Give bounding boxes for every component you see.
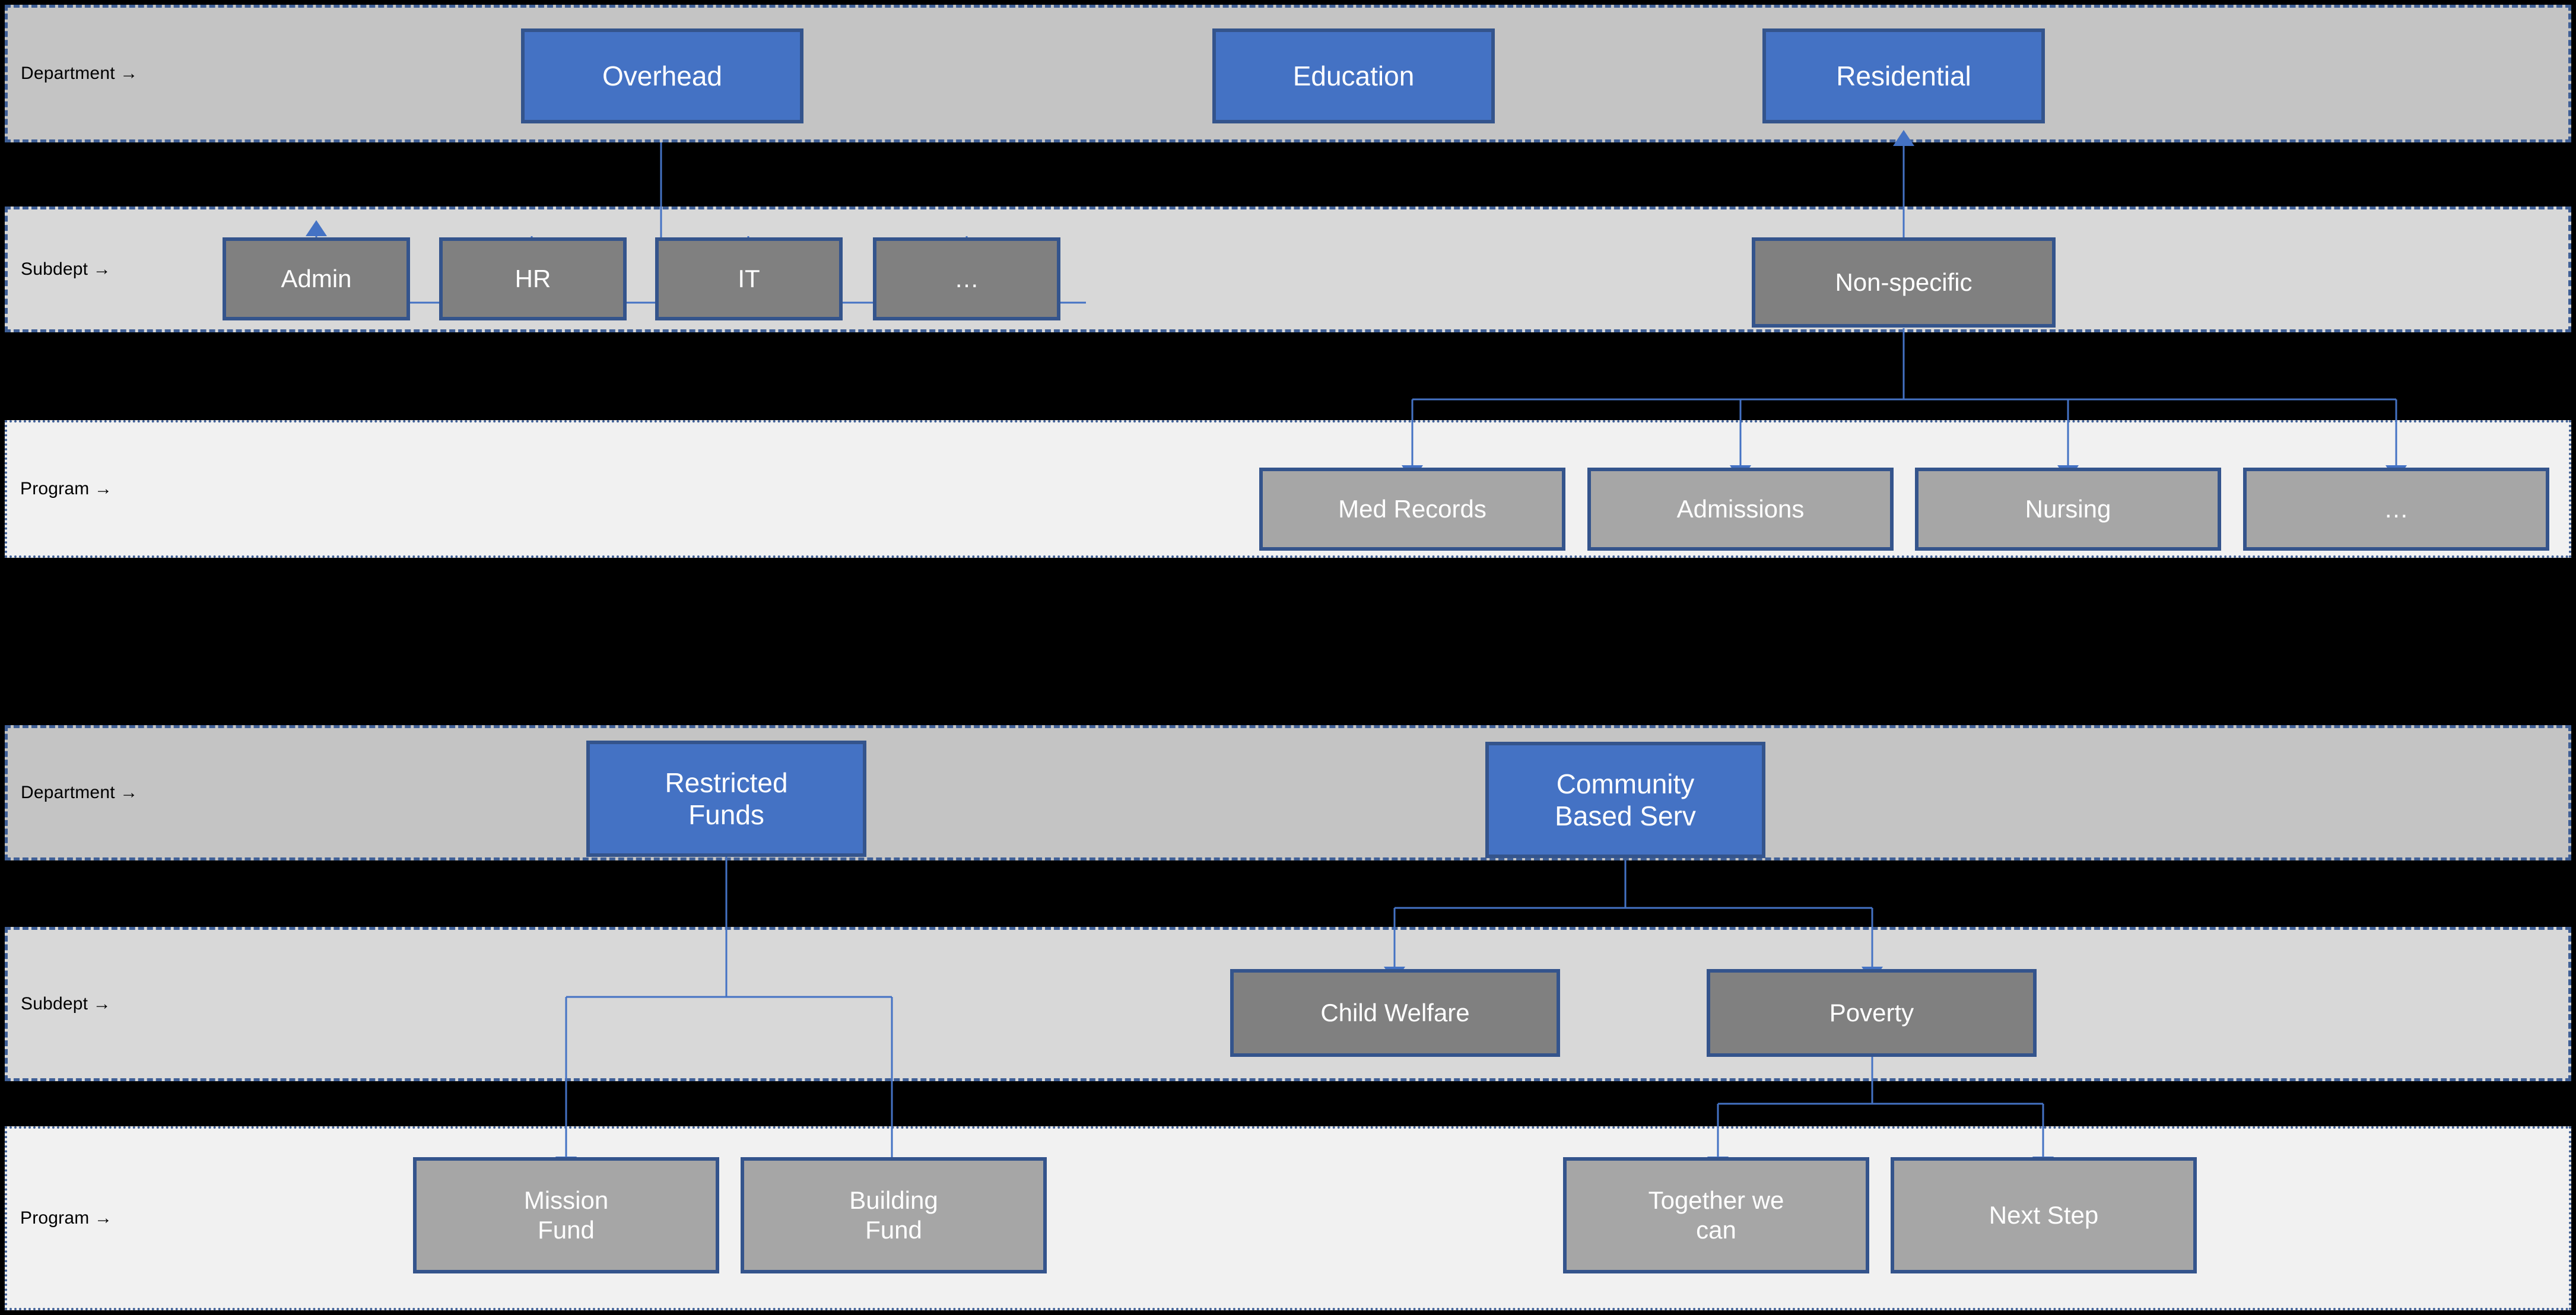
node-admin-label: Admin xyxy=(281,265,352,293)
node-restricted-funds[interactable]: Restricted Funds xyxy=(586,741,866,857)
lower-department-band-label: Department → xyxy=(21,783,138,802)
node-education-label: Education xyxy=(1292,60,1415,91)
node-building-fund-line2: Fund xyxy=(865,1216,922,1244)
node-overhead[interactable]: Overhead xyxy=(521,28,803,123)
node-together-we-can[interactable]: Together we can xyxy=(1563,1157,1869,1273)
upper-subdept-band: Subdept → xyxy=(5,207,2571,332)
node-together-we-can-line2: can xyxy=(1696,1216,1736,1244)
node-mission-fund[interactable]: Mission Fund xyxy=(413,1157,719,1273)
node-building-fund-line1: Building xyxy=(849,1186,938,1215)
lower-department-band: Department → xyxy=(5,725,2571,860)
upper-department-band-label: Department → xyxy=(21,63,138,83)
node-non-specific[interactable]: Non-specific xyxy=(1752,237,2056,328)
node-admissions-label: Admissions xyxy=(1676,495,1805,523)
node-next-step-label: Next Step xyxy=(1989,1201,2099,1230)
node-education[interactable]: Education xyxy=(1212,28,1495,123)
node-mission-fund-line2: Fund xyxy=(538,1216,595,1244)
node-nursing[interactable]: Nursing xyxy=(1915,468,2221,551)
node-next-step[interactable]: Next Step xyxy=(1891,1157,2197,1273)
node-med-records[interactable]: Med Records xyxy=(1259,468,1565,551)
node-hr-label: HR xyxy=(514,265,551,293)
node-nursing-label: Nursing xyxy=(2025,495,2111,523)
node-overhead-label: Overhead xyxy=(602,60,722,91)
node-med-records-label: Med Records xyxy=(1338,495,1486,523)
node-restricted-funds-line1: Restricted xyxy=(665,767,788,798)
node-community-based-serv-line2: Based Serv xyxy=(1555,801,1696,831)
node-community-based-serv[interactable]: Community Based Serv xyxy=(1485,742,1765,858)
node-admin[interactable]: Admin xyxy=(223,237,410,320)
node-poverty-label: Poverty xyxy=(1829,999,1914,1027)
upper-program-band-label: Program → xyxy=(20,479,113,498)
node-residential-label: Residential xyxy=(1836,60,1971,91)
node-subdept-more-label: … xyxy=(954,265,979,293)
node-residential[interactable]: Residential xyxy=(1762,28,2045,123)
node-program-more[interactable]: … xyxy=(2243,468,2549,551)
upper-subdept-band-label: Subdept → xyxy=(21,259,111,279)
node-it[interactable]: IT xyxy=(655,237,843,320)
node-it-label: IT xyxy=(738,265,760,293)
node-non-specific-label: Non-specific xyxy=(1835,268,1973,297)
node-poverty[interactable]: Poverty xyxy=(1707,969,2037,1057)
lower-program-band-label: Program → xyxy=(20,1208,113,1228)
node-hr[interactable]: HR xyxy=(439,237,627,320)
lower-subdept-band-label: Subdept → xyxy=(21,994,111,1014)
node-together-we-can-line1: Together we xyxy=(1648,1186,1784,1215)
node-child-welfare-label: Child Welfare xyxy=(1320,999,1470,1027)
node-community-based-serv-line1: Community xyxy=(1556,768,1695,799)
node-program-more-label: … xyxy=(2384,495,2409,523)
node-restricted-funds-line2: Funds xyxy=(688,799,764,830)
node-mission-fund-line1: Mission xyxy=(523,1186,609,1215)
node-admissions[interactable]: Admissions xyxy=(1587,468,1894,551)
node-child-welfare[interactable]: Child Welfare xyxy=(1230,969,1560,1057)
node-subdept-more[interactable]: … xyxy=(873,237,1060,320)
node-building-fund[interactable]: Building Fund xyxy=(741,1157,1047,1273)
